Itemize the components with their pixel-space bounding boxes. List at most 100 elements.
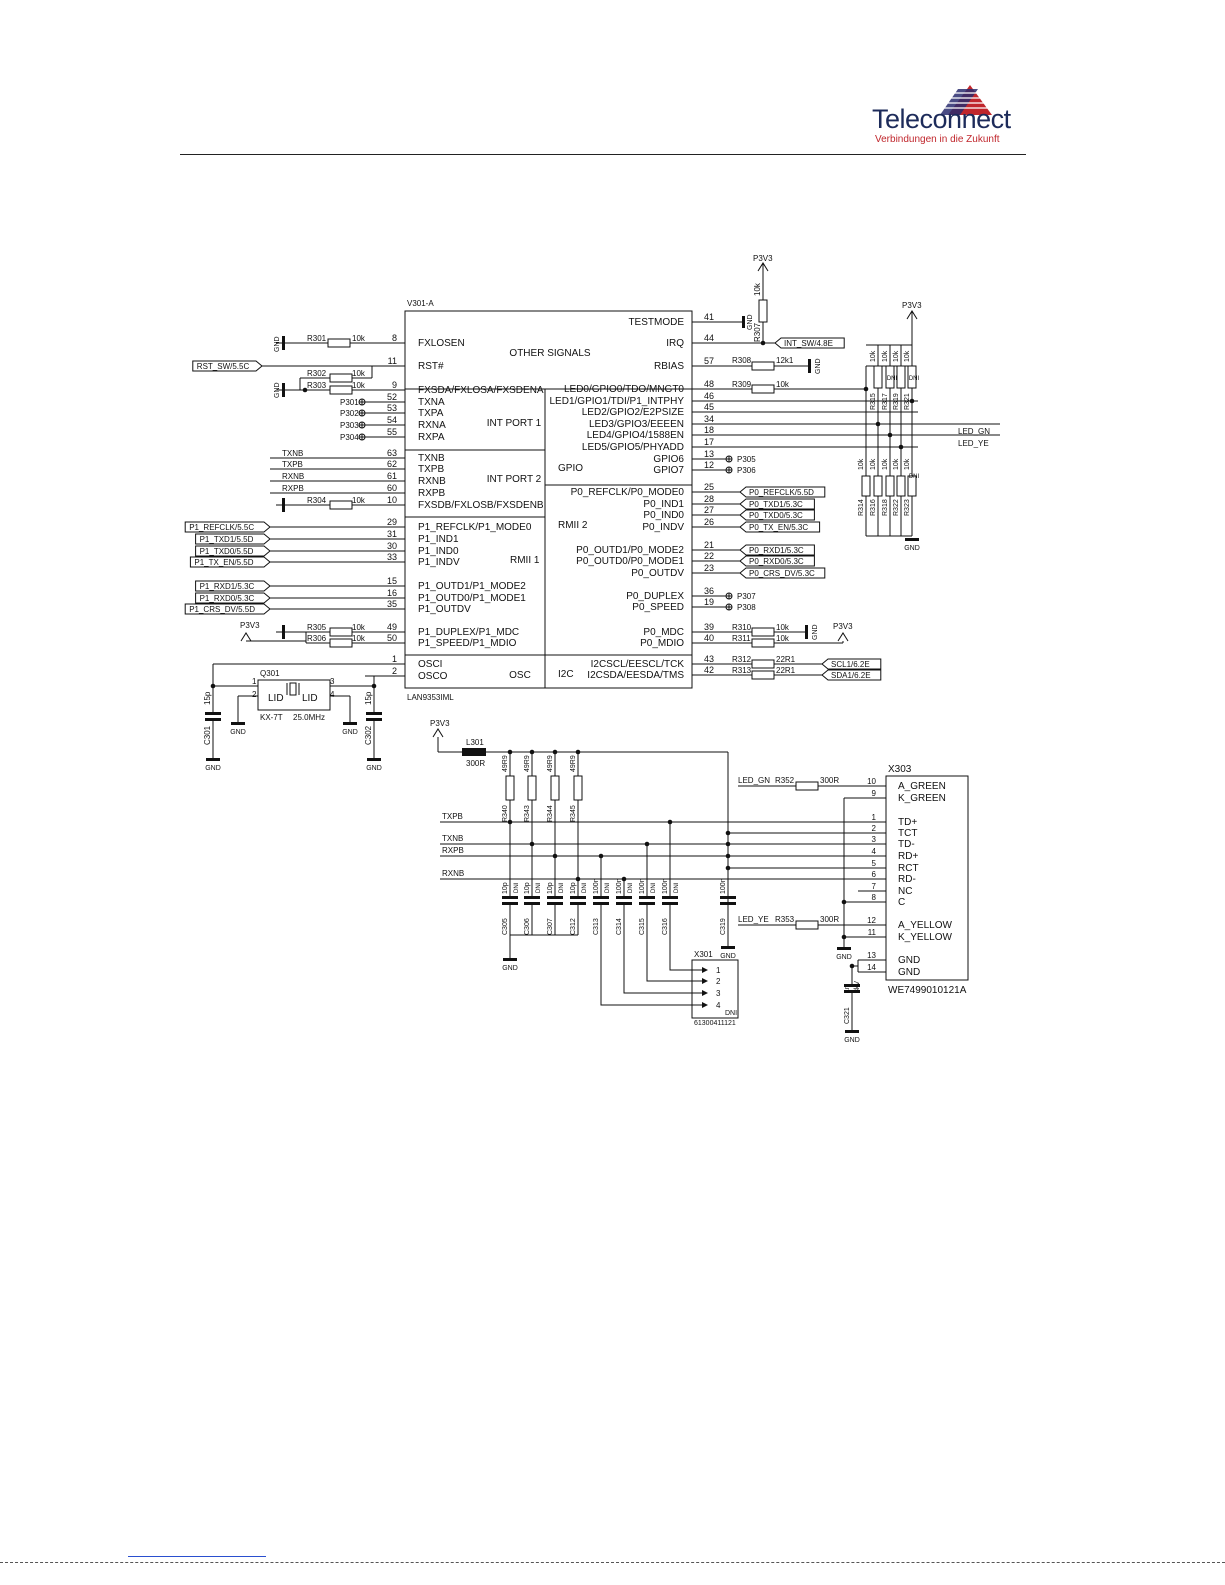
- pin-name: GPIO6: [653, 454, 684, 465]
- junction-dot: [529, 841, 535, 847]
- res-val: 49R9: [570, 755, 577, 772]
- junction-dot: [210, 683, 216, 689]
- gnd-label: GND: [815, 358, 822, 374]
- off-page-connector: [739, 544, 815, 556]
- pin-number: 6: [872, 870, 877, 879]
- ic-ref: V301-A: [407, 299, 434, 308]
- off-page-label: P0_CRS_DV/5.3C: [749, 569, 815, 578]
- pin-name: NC: [898, 886, 912, 897]
- pin-number: 17: [704, 437, 714, 447]
- pin-number: 7: [872, 882, 877, 891]
- crystal-freq: 25.0MHz: [293, 713, 325, 722]
- crystal-lid: LID: [302, 693, 318, 704]
- cap-rating: 3kV: [854, 981, 861, 993]
- junction-dot: [725, 830, 731, 836]
- pin-name: P0_OUTD0/P0_MODE1: [576, 556, 684, 567]
- dni-label: DNI: [536, 882, 542, 893]
- pin-number: 14: [867, 963, 876, 972]
- off-page-connector: [739, 486, 826, 498]
- res-val: 10k: [776, 380, 790, 389]
- pin-number: 9: [872, 789, 877, 798]
- section-gpio: GPIO: [558, 463, 583, 474]
- ground-symbol: [206, 758, 220, 761]
- power-arrow: [240, 632, 252, 642]
- resistor: [873, 475, 883, 497]
- test-point-label: P305: [737, 455, 756, 464]
- resistor: [751, 659, 775, 669]
- off-page-connector: [184, 603, 271, 615]
- off-page-label: P0_TXD1/5.3C: [749, 500, 803, 509]
- off-page-label: RST_SW/5.5C: [197, 362, 250, 371]
- net-label: RXNB: [442, 869, 464, 878]
- pin-name: P0_DUPLEX: [626, 591, 684, 602]
- gnd-label: GND: [844, 1037, 860, 1044]
- junction-dot: [841, 899, 847, 905]
- pin-number: 60: [387, 483, 397, 493]
- off-page-connector: [821, 669, 882, 681]
- net-label: LED_YE: [738, 915, 769, 924]
- pin-number: 25: [704, 482, 714, 492]
- res-val: 10k: [904, 350, 911, 362]
- pin-name: P0_OUTDV: [631, 568, 684, 579]
- header-pin-number: 2: [716, 977, 721, 986]
- res-ref: R343: [524, 805, 531, 822]
- resistor: [896, 475, 906, 497]
- res-val: 22R1: [776, 666, 796, 675]
- crystal-element: [289, 682, 297, 696]
- ground-symbol: [742, 316, 745, 328]
- company-name: Teleconnect: [872, 104, 1011, 134]
- pin-number: 8: [392, 333, 397, 343]
- res-ref: R316: [870, 499, 877, 516]
- resistor: [327, 338, 351, 348]
- res-ref: R312: [732, 655, 752, 664]
- off-page-label: SDA1/6.2E: [831, 671, 871, 680]
- capacitor-plate: [547, 896, 563, 899]
- ground-symbol: [805, 625, 808, 639]
- cap-val: 100n: [593, 878, 600, 894]
- pin-number: 15: [387, 576, 397, 586]
- res-ref: R344: [547, 805, 554, 822]
- ic-body: [404, 310, 693, 689]
- pin-name: P0_IND0: [643, 510, 684, 521]
- pin-number: 11: [868, 928, 877, 937]
- section-i2c: I2C: [558, 669, 574, 680]
- pin-number: 48: [704, 379, 714, 389]
- test-point-label: P302: [340, 409, 359, 418]
- pin-number: 54: [387, 415, 397, 425]
- pin-name: RBIAS: [654, 361, 684, 372]
- pin-number: 12: [704, 460, 714, 470]
- junction-dot: [302, 387, 308, 393]
- pin-name: LED5/GPIO5/PHYADD: [582, 442, 684, 453]
- gnd-label: GND: [342, 729, 358, 736]
- pin-name: P1_OUTD1/P1_MODE2: [418, 581, 526, 592]
- pin-name: I2CSCL/EESCL/TCK: [591, 659, 685, 670]
- res-ref: R308: [732, 356, 752, 365]
- net-label: TXNB: [442, 834, 463, 843]
- cap-ref: C306: [524, 918, 531, 935]
- wire: [623, 935, 702, 994]
- pin-number: 2: [392, 666, 397, 676]
- crystal-pin: 3: [330, 677, 335, 686]
- pin-name: P1_OUTDV: [418, 604, 471, 615]
- capacitor-plate: [366, 718, 382, 721]
- pin-number: 28: [704, 494, 714, 504]
- off-page-label: SCL1/6.2E: [831, 660, 870, 669]
- header-dni: DNI: [725, 1010, 737, 1017]
- pin-number: 1: [872, 813, 877, 822]
- ground-symbol: [845, 1030, 859, 1033]
- res-val: 300R: [820, 915, 839, 924]
- off-page-connector: [195, 592, 271, 604]
- pin-number: 10: [387, 495, 397, 505]
- pin-number: 30: [387, 541, 397, 551]
- gnd-label: GND: [502, 965, 518, 972]
- gnd-label: GND: [205, 765, 221, 772]
- pin-name: P1_OUTD0/P1_MODE1: [418, 593, 526, 604]
- power-label: P3V3: [902, 301, 922, 310]
- pin-number: 55: [387, 427, 397, 437]
- dni-label: DNI: [559, 882, 565, 893]
- resistor: [527, 775, 537, 801]
- off-page-connector: [195, 533, 271, 545]
- res-val: 10k: [352, 623, 366, 632]
- pin-name: GPIO7: [653, 465, 684, 476]
- pin-number: 21: [704, 540, 714, 550]
